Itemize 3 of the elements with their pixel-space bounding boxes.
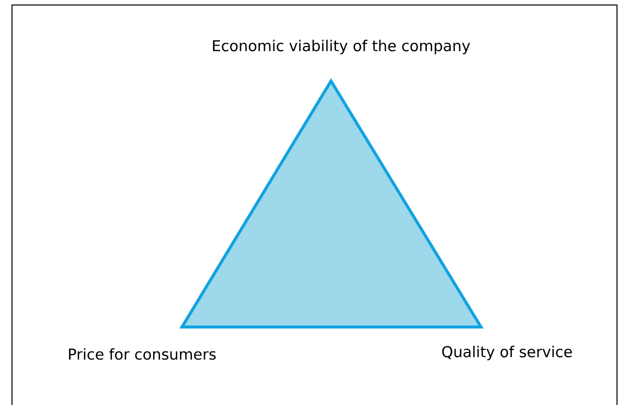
vertex-label: Price for consumers [69,348,216,360]
vertex-label: Quality of service [442,346,572,360]
vertex-label: Economic viability of the company [213,40,470,54]
